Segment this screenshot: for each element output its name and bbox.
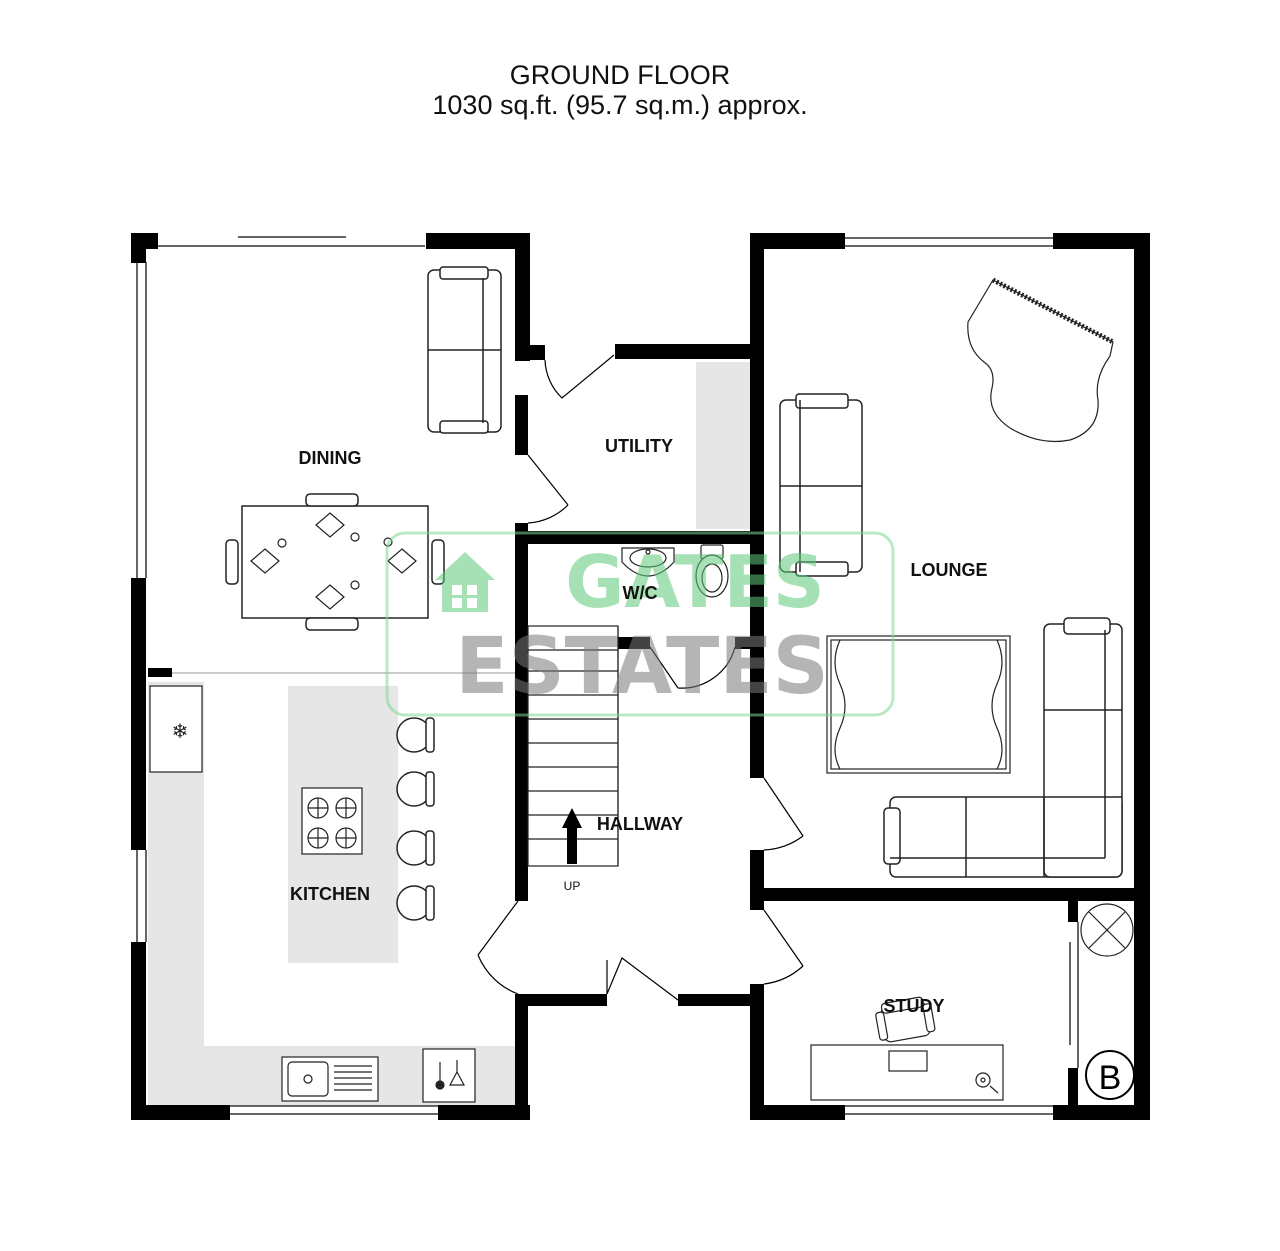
study-desk [810, 996, 1004, 1101]
room-label-lounge: LOUNGE [910, 560, 987, 580]
hob [301, 787, 363, 855]
corner-sofa [883, 617, 1123, 878]
floor-title: GROUND FLOOR [509, 60, 731, 90]
windows [136, 236, 1053, 1115]
stairs [527, 625, 619, 867]
watermark-logo: GATES ESTATES [385, 531, 895, 717]
room-label-utility: UTILITY [605, 436, 673, 456]
door-swings [477, 354, 1079, 1068]
kitchen-sink [281, 1056, 379, 1102]
utility-worktop [696, 362, 751, 529]
lounge-sofa [779, 393, 863, 577]
boiler: B [1085, 1050, 1135, 1100]
wc-fittings [621, 544, 729, 598]
dining-table [225, 493, 445, 631]
room-label-kitchen: KITCHEN [290, 884, 370, 904]
washing-machine [422, 1048, 476, 1103]
room-label-dining: DINING [299, 448, 362, 468]
svg-text:❄: ❄ [172, 719, 189, 743]
boiler-label: B [1099, 1059, 1122, 1097]
dining-sofa [427, 266, 502, 434]
stairs-up-label: UP [564, 879, 581, 893]
room-label-study: STUDY [883, 996, 944, 1016]
worktops [148, 362, 751, 1106]
grand-piano [967, 277, 1115, 443]
room-label-hallway: HALLWAY [597, 814, 683, 834]
hot-water-cylinder [1080, 903, 1134, 957]
bar-stools [396, 717, 435, 921]
fridge: ❄ [149, 685, 203, 773]
room-label-wc: W/C [623, 583, 658, 603]
watermark-line-2: ESTATES [455, 622, 829, 712]
floor-area: 1030 sq.ft. (95.7 sq.m.) approx. [432, 90, 808, 120]
floorplan-header: GROUND FLOOR 1030 sq.ft. (95.7 sq.m.) ap… [0, 60, 1240, 120]
rug [826, 635, 1011, 774]
walls [131, 233, 1150, 1120]
watermark-line-1: GATES [565, 540, 824, 624]
house-logo-icon [435, 552, 495, 612]
